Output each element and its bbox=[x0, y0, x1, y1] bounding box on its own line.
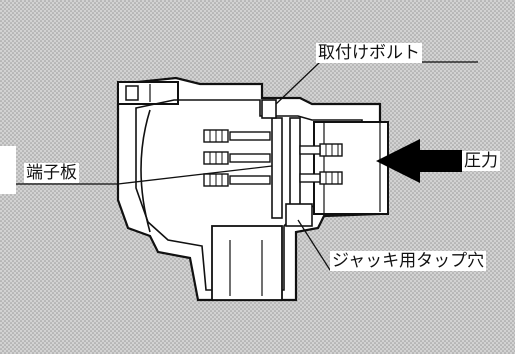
label-pressure: 圧力 bbox=[462, 151, 500, 171]
left-edge-tab bbox=[0, 146, 16, 194]
label-terminal-board: 端子板 bbox=[24, 163, 79, 183]
center-plate-right bbox=[289, 117, 301, 217]
mounting-bolt-head bbox=[261, 99, 277, 119]
flange-bolt-head bbox=[125, 85, 139, 101]
diaphragm-curve bbox=[140, 109, 151, 233]
label-jack-tap-hole: ジャッキ用タップ穴 bbox=[330, 251, 487, 271]
pressure-port bbox=[313, 121, 389, 215]
pressure-arrow bbox=[376, 139, 462, 183]
terminal-post-ridges bbox=[209, 130, 223, 186]
jack-tap-hole bbox=[285, 203, 313, 227]
leader-terminal-board bbox=[16, 165, 273, 185]
terminal-posts-left bbox=[203, 129, 271, 187]
label-mounting-bolt: 取付けボルト bbox=[316, 43, 422, 63]
terminal-post-ridges-right bbox=[325, 144, 339, 184]
bottom-leg bbox=[211, 225, 283, 301]
center-plate-left bbox=[271, 117, 283, 219]
